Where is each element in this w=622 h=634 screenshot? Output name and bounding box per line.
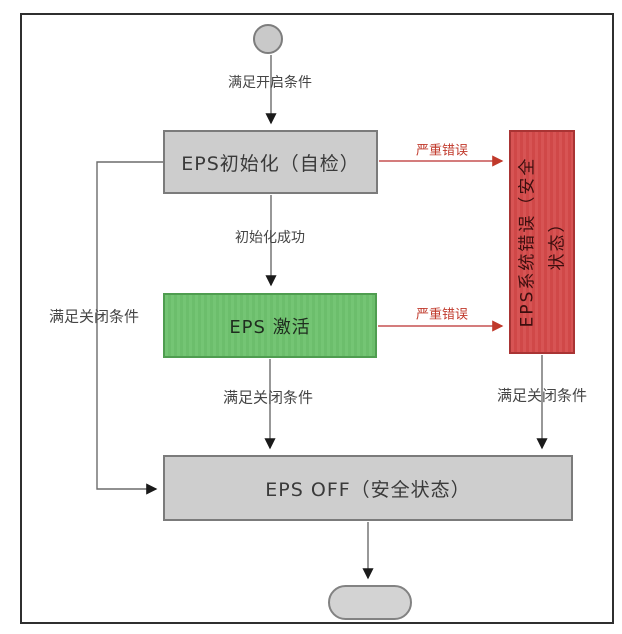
state-active-box: EPS 激活 xyxy=(163,293,377,358)
state-init-label: EPS初始化（自检） xyxy=(181,152,360,175)
state-error-label-line1: EPS系统错误（安全 xyxy=(517,156,538,328)
edge-label-close-condition-right: 满足关闭条件 xyxy=(496,386,588,405)
edge-label-close-condition-left: 满足关闭条件 xyxy=(48,307,140,326)
start-node xyxy=(253,24,283,54)
edge-label-close-condition-mid: 满足关闭条件 xyxy=(222,388,314,407)
edge-label-severe-error-top: 严重错误 xyxy=(415,143,469,159)
edge-label-init-success: 初始化成功 xyxy=(235,230,305,246)
state-active-label: EPS 激活 xyxy=(229,316,311,338)
state-off-box: EPS OFF（安全状态） xyxy=(163,455,573,521)
edge-init-to-off-loop xyxy=(96,161,163,495)
state-error-box: EPS系统错误（安全状态） xyxy=(509,130,575,354)
edge-label-severe-error-bottom: 严重错误 xyxy=(415,307,469,323)
state-off-label: EPS OFF（安全状态） xyxy=(265,478,471,501)
edge-label-open-condition: 满足开启条件 xyxy=(228,75,312,91)
state-init-box: EPS初始化（自检） xyxy=(163,130,378,194)
end-node xyxy=(328,585,412,620)
state-error-label: EPS系统错误（安全状态） xyxy=(512,157,572,328)
state-error-label-line2: 状态） xyxy=(547,213,568,271)
